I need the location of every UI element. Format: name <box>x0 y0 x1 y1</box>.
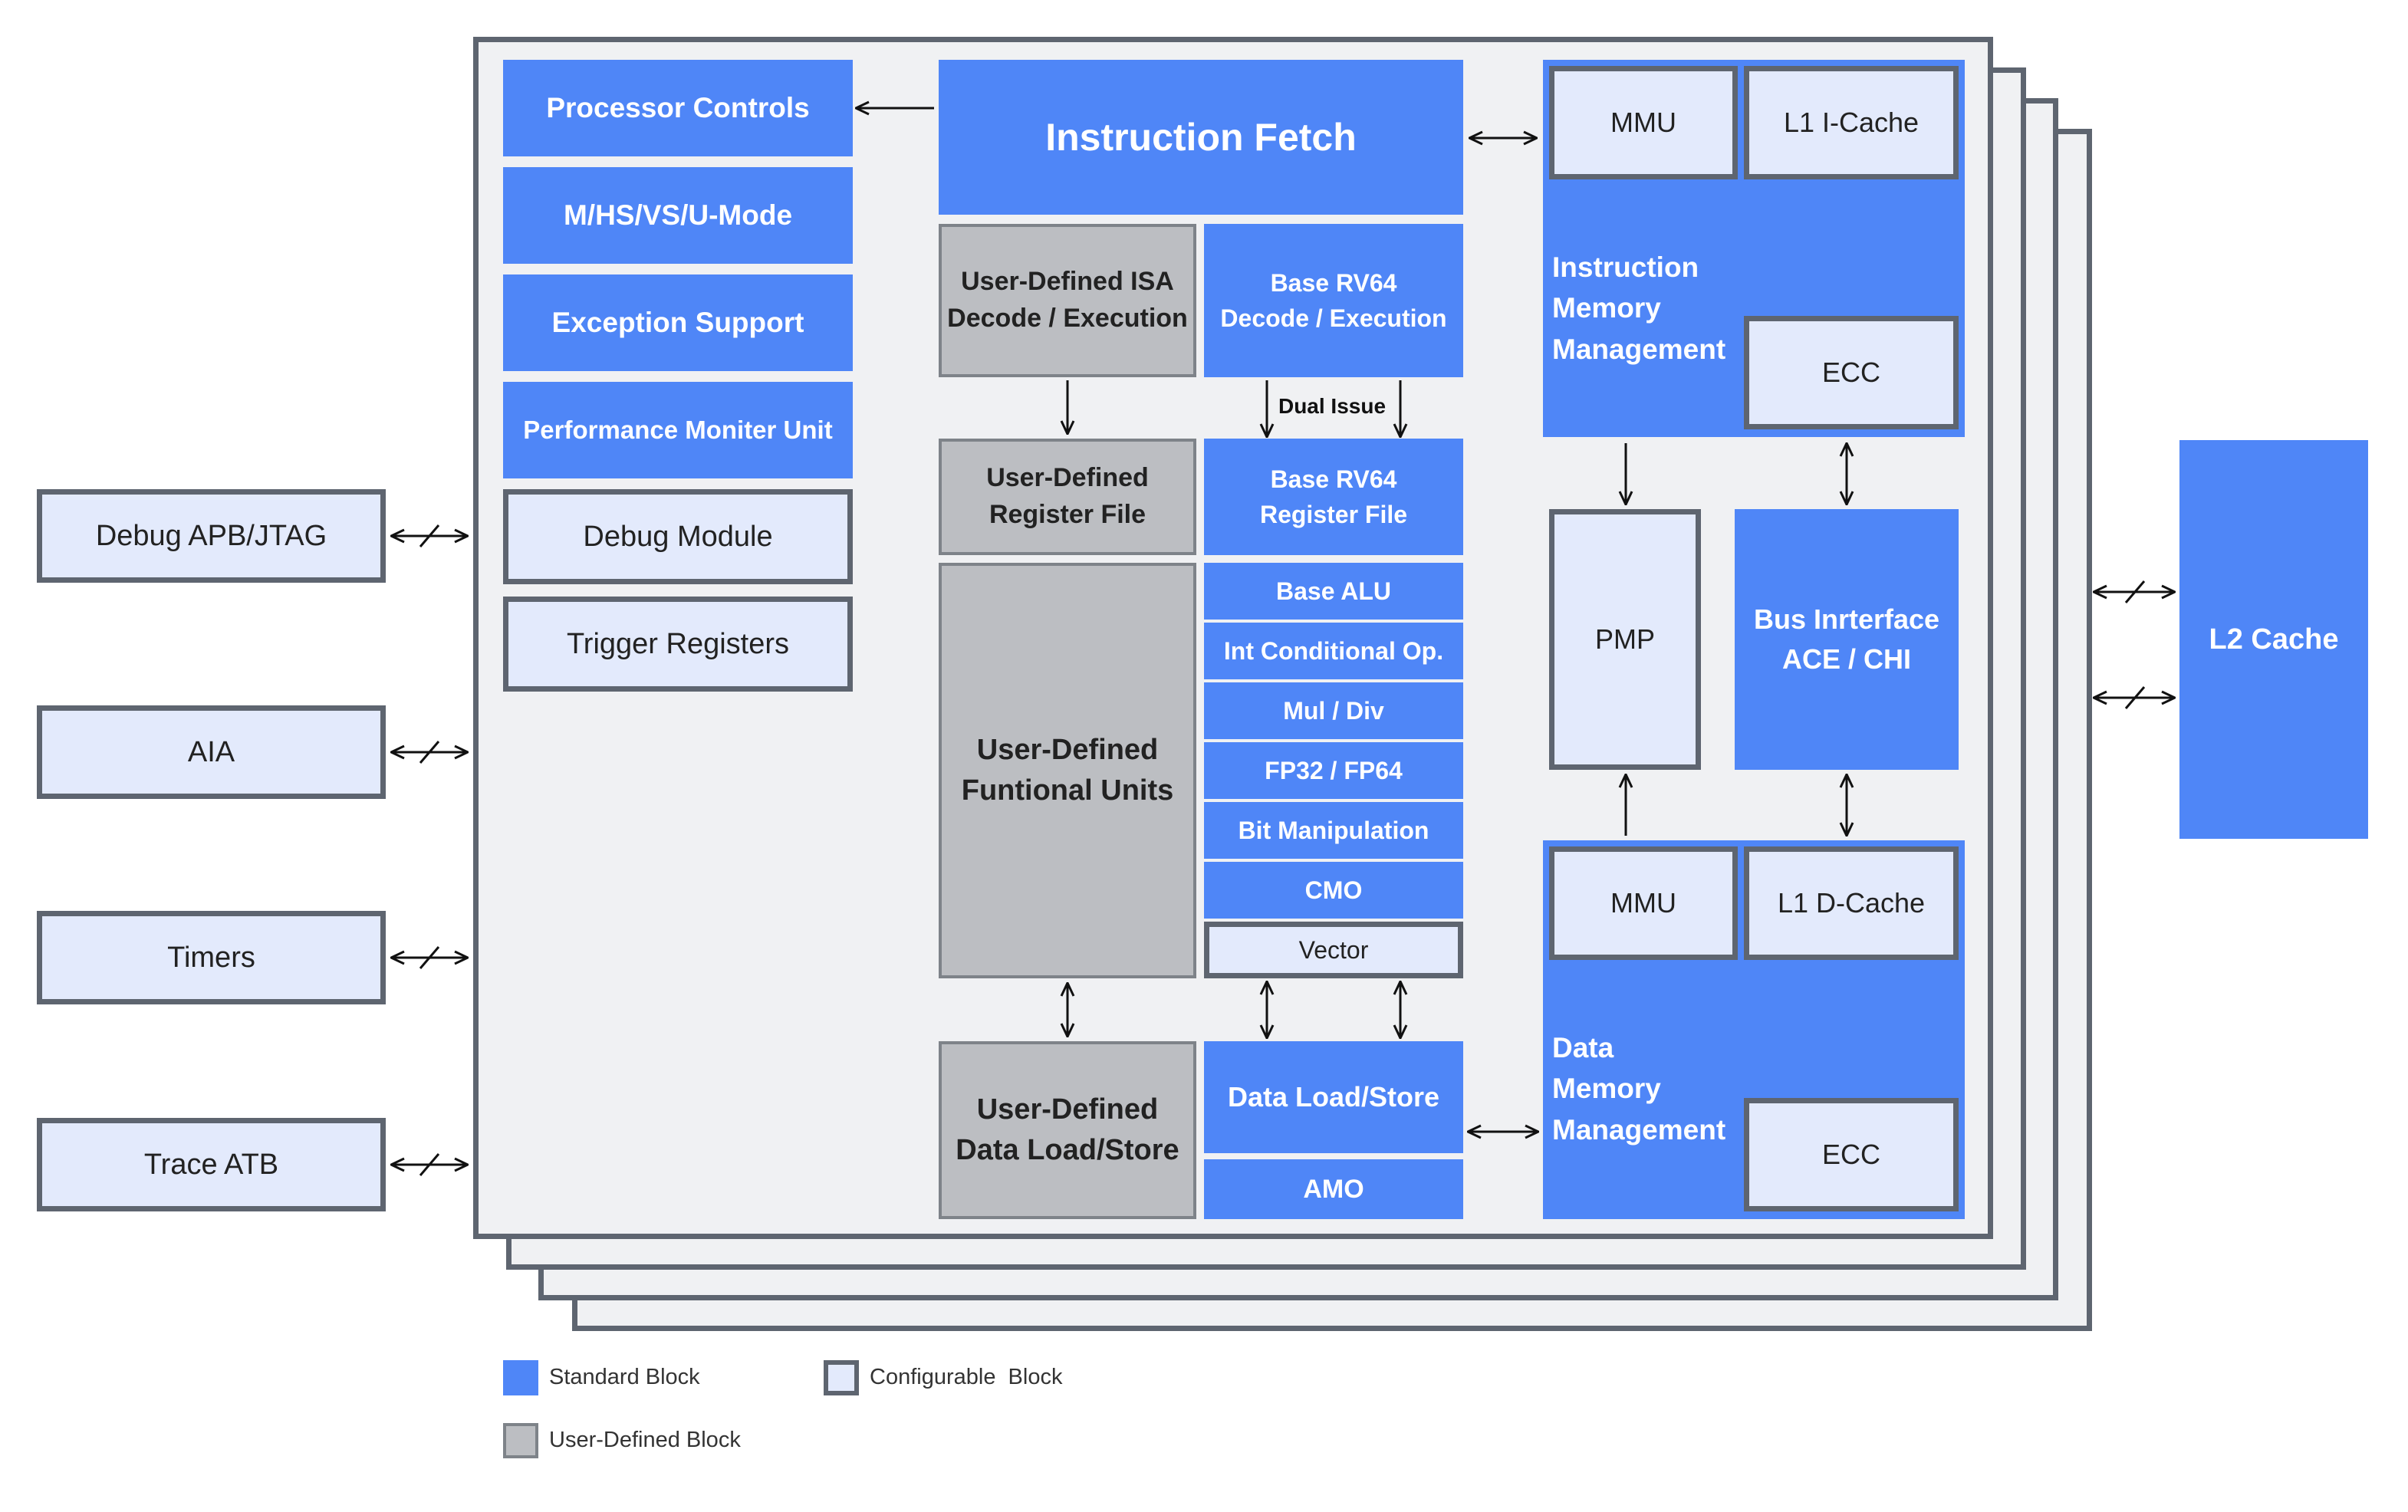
dmem-ecc-block: ECC <box>1744 1098 1959 1211</box>
trigger-registers-block: Trigger Registers <box>503 597 853 692</box>
debug-module-block: Debug Module <box>503 489 853 584</box>
exec-unit-bit-manipulation: Bit Manipulation <box>1204 802 1463 859</box>
user-defined-isa-decode-block: User-Defined ISA Decode / Execution <box>939 224 1196 377</box>
debug-apb-jtag-block: Debug APB/JTAG <box>37 489 386 583</box>
l1-dcache-block: L1 D-Cache <box>1744 846 1959 960</box>
processor-controls-block: Processor Controls <box>503 60 853 156</box>
legend-configurable-swatch <box>824 1360 859 1395</box>
legend-configurable-label: Configurable Block <box>870 1365 1063 1389</box>
l2-cache-block: L2 Cache <box>2179 440 2368 839</box>
instruction-memory-management-label: Instruction Memory Management <box>1552 251 1726 365</box>
data-load-store-block: Data Load/Store <box>1204 1041 1463 1153</box>
exec-unit-cmo: CMO <box>1204 862 1463 919</box>
aia-block: AIA <box>37 705 386 799</box>
legend-user-defined-label: User-Defined Block <box>549 1428 741 1452</box>
base-rv64-decode-block: Base RV64 Decode / Execution <box>1204 224 1463 377</box>
imem-ecc-block: ECC <box>1744 316 1959 429</box>
exec-unit-mul-div: Mul / Div <box>1204 682 1463 739</box>
l1-icache-block: L1 I-Cache <box>1744 66 1959 179</box>
data-memory-management-label: Data Memory Management <box>1552 1031 1726 1146</box>
timers-block: Timers <box>37 911 386 1004</box>
dual-issue-label: Dual Issue <box>1278 394 1387 418</box>
trace-atb-block: Trace ATB <box>37 1118 386 1211</box>
bus-arrow-trace <box>391 1153 468 1176</box>
exception-support-block: Exception Support <box>503 274 853 371</box>
modes-block: M/HS/VS/U-Mode <box>503 167 853 264</box>
bus-arrow-aia <box>391 741 468 764</box>
exec-unit-base-alu: Base ALU <box>1204 563 1463 620</box>
bus-arrow-debug <box>391 524 468 547</box>
vector-block: Vector <box>1204 922 1463 978</box>
legend-user-defined-swatch <box>503 1423 538 1458</box>
base-rv64-register-file-block: Base RV64 Register File <box>1204 439 1463 555</box>
instruction-fetch-block: Instruction Fetch <box>939 60 1463 215</box>
user-defined-data-load-store-block: User-Defined Data Load/Store <box>939 1041 1196 1219</box>
bus-arrow-l2-lower <box>2094 686 2175 709</box>
user-defined-register-file-block: User-Defined Register File <box>939 439 1196 555</box>
bus-arrow-timers <box>391 946 468 969</box>
bus-arrow-l2-upper <box>2094 580 2175 603</box>
bus-interface-block: Bus Inrterface ACE / CHI <box>1735 509 1959 770</box>
pmp-block: PMP <box>1549 509 1701 770</box>
legend-standard-label: Standard Block <box>549 1365 700 1389</box>
exec-unit-int-conditional-op: Int Conditional Op. <box>1204 623 1463 679</box>
performance-monitor-unit-block: Performance Moniter Unit <box>503 382 853 478</box>
dmem-mmu-block: MMU <box>1549 846 1738 960</box>
user-defined-functional-units-block: User-Defined Funtional Units <box>939 563 1196 978</box>
amo-block: AMO <box>1204 1159 1463 1219</box>
imem-mmu-block: MMU <box>1549 66 1738 179</box>
exec-unit-fp32-fp64: FP32 / FP64 <box>1204 742 1463 799</box>
legend-standard-swatch <box>503 1360 538 1395</box>
